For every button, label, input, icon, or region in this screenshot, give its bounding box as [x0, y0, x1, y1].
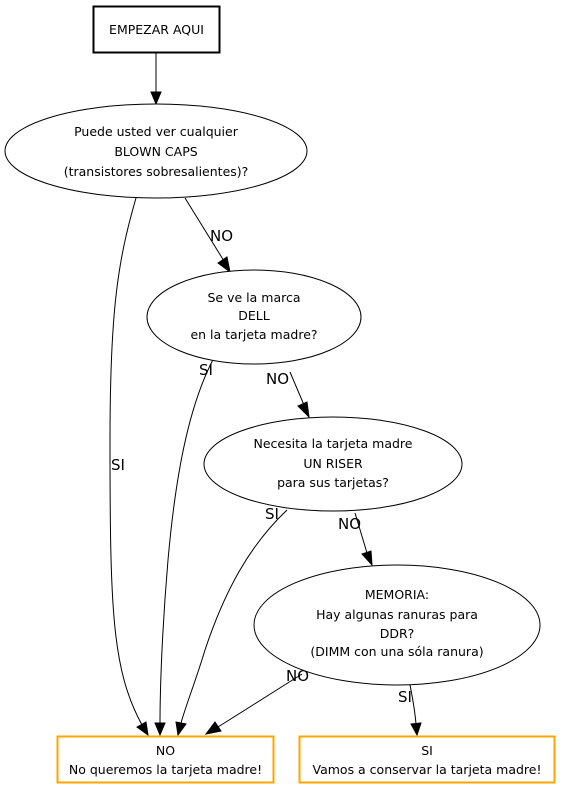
end-si-line-1: SI [421, 743, 433, 758]
q4-line-1: MEMORIA: [365, 587, 429, 602]
arrowhead-q3-to-end-no [175, 721, 187, 737]
q1-line-1: Puede usted ver cualquier [74, 124, 239, 139]
node-end-no: NO No queremos la tarjeta madre! [56, 735, 275, 784]
end-no-line-1: NO [156, 743, 175, 758]
q1-line-2: BLOWN CAPS [114, 144, 197, 159]
q3-line-1: Necesita la tarjeta madre [254, 436, 413, 451]
arrowhead-q4-to-end-si [410, 722, 422, 737]
node-q3: Necesita la tarjeta madre UN RISER para … [203, 416, 463, 512]
start-box [92, 5, 221, 54]
edge-q4-to-end-si [409, 684, 417, 725]
q4-line-2: Hay algunas ranuras para [316, 607, 478, 622]
end-si-line-2: Vamos a conservar la tarjeta madre! [313, 762, 542, 777]
end-si-box [298, 735, 556, 784]
edge-label-q2-si: SI [199, 361, 213, 379]
node-q1: Puede usted ver cualquier BLOWN CAPS (tr… [4, 103, 308, 199]
arrowhead-q2-to-q3 [297, 401, 310, 419]
start-label: EMPEZAR AQUI [109, 22, 204, 37]
q4-line-3: DDR? [380, 626, 415, 641]
edge-labels: NO SI NO SI NO SI NO SI [111, 227, 412, 706]
edge-q1-to-end-no [109, 197, 143, 726]
edge-q2-to-end-no [159, 351, 218, 725]
q2-line-1: Se ve la marca [208, 290, 301, 305]
q2-line-3: en la tarjeta madre? [190, 327, 317, 342]
edge-label-q3-no: NO [338, 515, 361, 533]
edge-q2-to-q3 [289, 371, 305, 406]
q4-shape [253, 564, 541, 686]
q2-shape [146, 269, 362, 365]
arrowhead-q1-to-q2 [217, 256, 231, 274]
node-q2: Se ve la marca DELL en la tarjeta madre? [146, 269, 362, 365]
edge-q1-to-q2 [184, 197, 225, 262]
arrowhead-q1-to-end-no [136, 721, 149, 737]
edge-q3-to-end-no [180, 509, 288, 724]
edge-label-q1-si: SI [111, 456, 125, 474]
q4-line-4: (DIMM con una sóla ranura) [310, 644, 483, 659]
arrowhead-start-to-q1 [150, 91, 162, 106]
node-end-si: SI Vamos a conservar la tarjeta madre! [298, 735, 556, 784]
end-no-line-2: No queremos la tarjeta madre! [69, 762, 262, 777]
edge-label-q2-no: NO [266, 370, 289, 388]
arrowhead-q3-to-q4 [361, 550, 373, 567]
edge-label-q3-si: SI [265, 505, 279, 523]
node-q4: MEMORIA: Hay algunas ranuras para DDR? (… [253, 564, 541, 686]
arrowhead-q2-to-end-no [154, 722, 166, 737]
q3-shape [203, 416, 463, 512]
end-no-box [56, 735, 275, 784]
q3-line-2: UN RISER [303, 456, 363, 471]
edge-label-q1-no: NO [210, 227, 233, 245]
q1-line-3: (transistores sobresalientes)? [64, 164, 249, 179]
edge-label-q4-si: SI [398, 688, 412, 706]
arrowhead-q4-to-end-no [204, 721, 222, 735]
edge-q3-to-q4 [354, 512, 368, 554]
q2-line-2: DELL [238, 308, 269, 323]
node-start: EMPEZAR AQUI [92, 5, 221, 54]
edge-label-q4-no: NO [286, 667, 309, 685]
edges [109, 53, 422, 737]
q1-shape [4, 103, 308, 199]
q3-line-3: para sus tarjetas? [277, 475, 389, 490]
edge-q4-to-end-no [217, 673, 303, 728]
